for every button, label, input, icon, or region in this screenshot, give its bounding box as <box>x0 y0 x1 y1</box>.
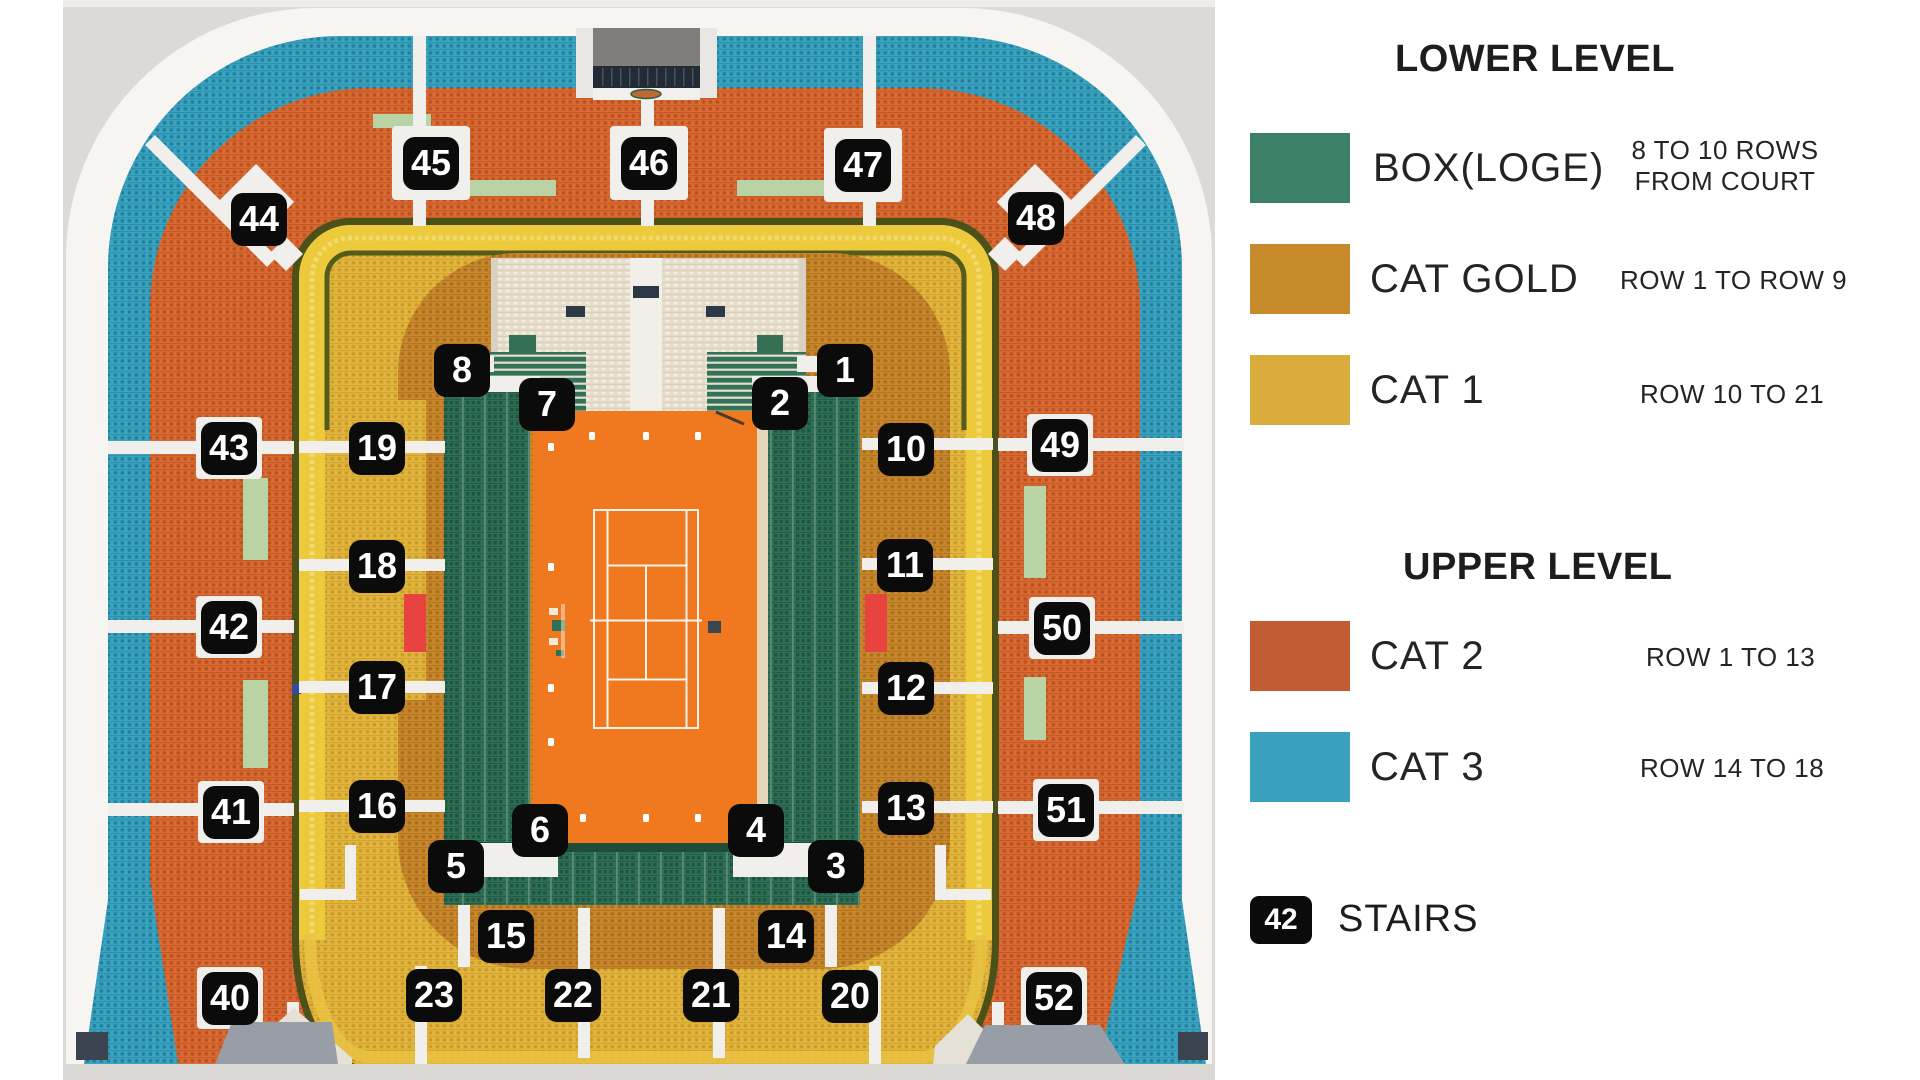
svg-text:47: 47 <box>843 144 883 185</box>
svg-text:21: 21 <box>691 974 731 1015</box>
svg-text:40: 40 <box>210 977 250 1018</box>
svg-text:23: 23 <box>414 974 454 1015</box>
svg-text:3: 3 <box>826 845 846 886</box>
svg-text:49: 49 <box>1040 424 1080 465</box>
svg-text:14: 14 <box>766 915 806 956</box>
svg-text:10: 10 <box>886 428 926 469</box>
svg-text:16: 16 <box>357 785 397 826</box>
svg-text:43: 43 <box>209 427 249 468</box>
svg-text:4: 4 <box>746 809 766 850</box>
svg-text:45: 45 <box>411 142 451 183</box>
svg-text:50: 50 <box>1042 607 1082 648</box>
svg-text:15: 15 <box>486 915 526 956</box>
svg-text:8: 8 <box>452 349 472 390</box>
svg-text:5: 5 <box>446 845 466 886</box>
svg-text:19: 19 <box>357 427 397 468</box>
svg-text:41: 41 <box>211 791 251 832</box>
svg-text:7: 7 <box>537 383 557 424</box>
svg-text:1: 1 <box>835 349 855 390</box>
svg-text:48: 48 <box>1016 197 1056 238</box>
svg-text:2: 2 <box>770 382 790 423</box>
svg-text:46: 46 <box>629 142 669 183</box>
svg-text:13: 13 <box>886 787 926 828</box>
svg-text:42: 42 <box>209 606 249 647</box>
svg-text:12: 12 <box>886 667 926 708</box>
svg-text:44: 44 <box>239 198 279 239</box>
svg-text:52: 52 <box>1034 977 1074 1018</box>
svg-text:51: 51 <box>1046 789 1086 830</box>
svg-text:11: 11 <box>886 544 924 585</box>
svg-text:20: 20 <box>830 975 870 1016</box>
svg-text:18: 18 <box>357 545 397 586</box>
svg-text:22: 22 <box>553 974 593 1015</box>
svg-text:6: 6 <box>530 809 550 850</box>
svg-text:17: 17 <box>357 666 397 707</box>
